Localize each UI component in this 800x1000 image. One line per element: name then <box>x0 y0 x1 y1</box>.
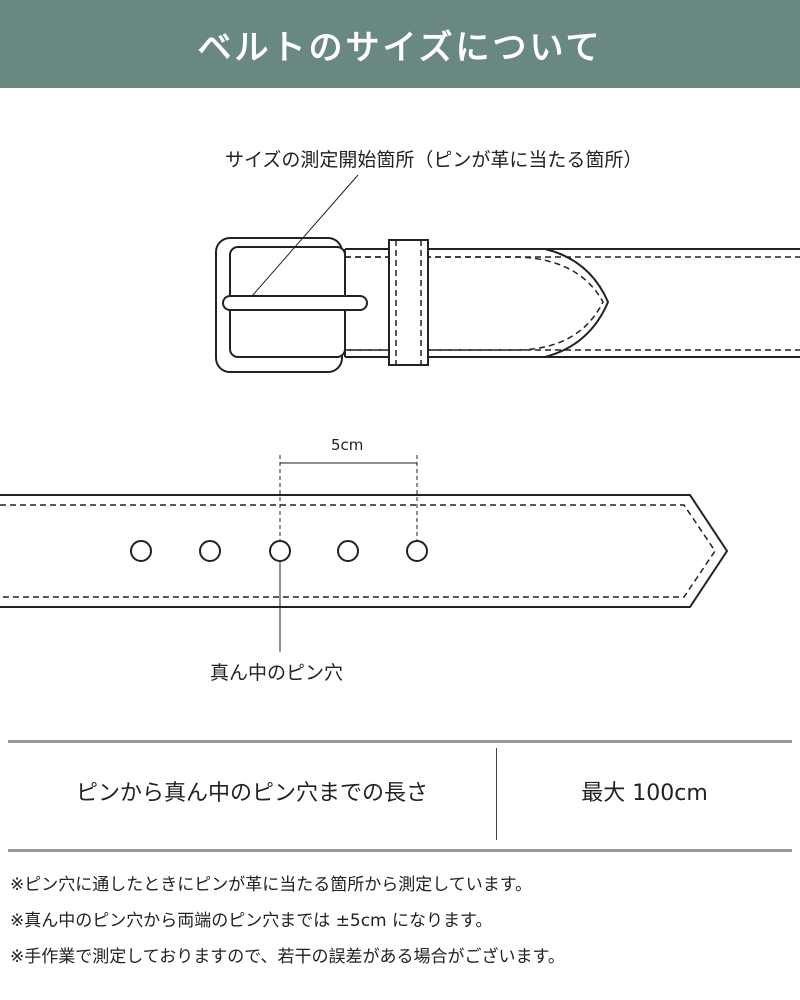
table-bottom-divider <box>8 849 792 852</box>
center-hole-label: 真ん中のピン穴 <box>210 662 344 684</box>
measure-point-label: サイズの測定開始箇所（ピンが革に当たる箇所） <box>225 149 643 171</box>
table-column-divider <box>496 748 497 840</box>
note-item: ※真ん中のピン穴から両端のピン穴までは ±5cm になります。 <box>10 911 493 931</box>
pin-hole <box>199 540 221 562</box>
buckle-illustration <box>215 174 800 373</box>
header-banner: ベルトのサイズについて <box>0 0 800 88</box>
table-top-divider <box>8 740 792 743</box>
pin-hole-center <box>269 540 291 562</box>
pin-hole <box>337 540 359 562</box>
size-value: 最大 100cm <box>581 781 708 806</box>
pin-hole <box>130 540 152 562</box>
size-label: ピンから真ん中のピン穴までの長さ <box>75 781 428 806</box>
page-title: ベルトのサイズについて <box>197 27 603 68</box>
hole-spacing-label: 5cm <box>331 436 364 454</box>
note-item: ※ピン穴に通したときにピンが革に当たる箇所から測定しています。 <box>10 875 533 895</box>
belt-diagram <box>0 174 800 652</box>
strap-illustration <box>0 455 729 652</box>
note-item: ※手作業で測定しておりますので、若干の誤差がある場合がございます。 <box>10 947 565 967</box>
pin-hole <box>406 540 428 562</box>
measure-point-leader <box>251 174 359 297</box>
